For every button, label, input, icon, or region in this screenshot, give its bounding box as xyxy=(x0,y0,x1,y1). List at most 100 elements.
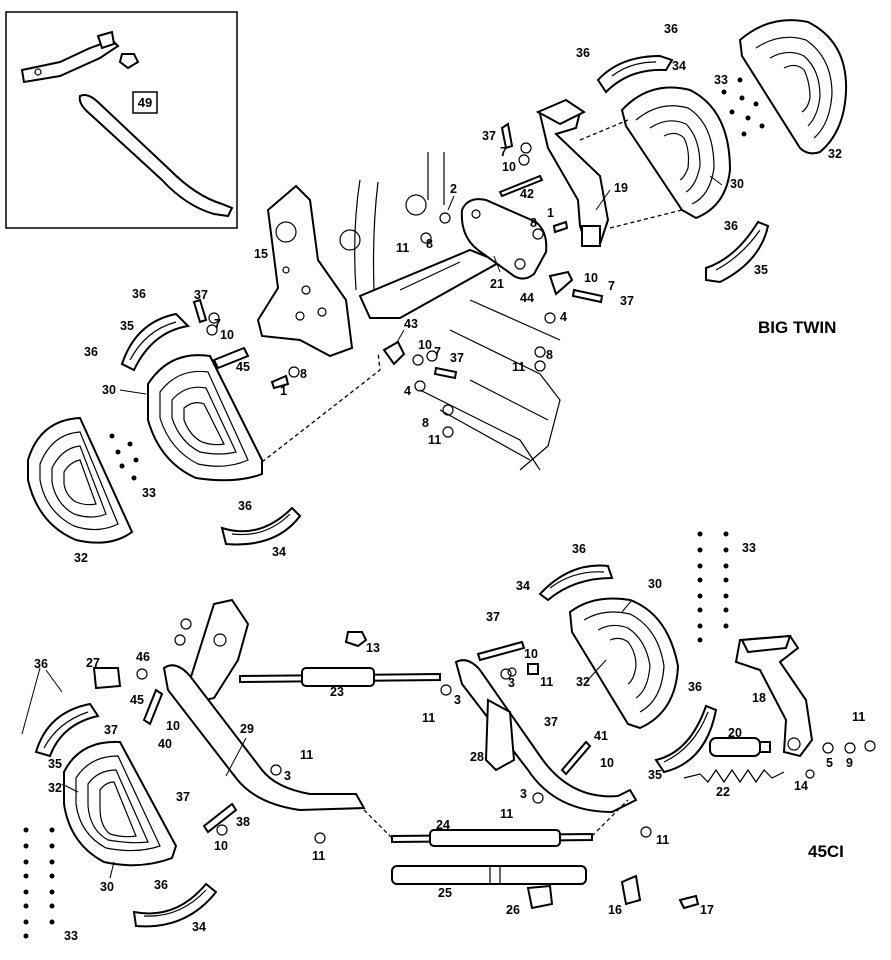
dash-line-upper xyxy=(579,119,629,141)
part-label: 36 xyxy=(572,542,586,556)
part-label: 28 xyxy=(470,750,484,764)
45ci-heel-34-lower xyxy=(132,882,218,928)
inset-bracket-drawing xyxy=(20,30,234,218)
part-label: 11 xyxy=(312,849,325,863)
45ci-rod-23 xyxy=(239,667,441,687)
part-label: 11 xyxy=(300,748,313,762)
part-label: 36 xyxy=(238,499,252,513)
big-twin-frame-drawing xyxy=(339,152,561,471)
part-label: 37 xyxy=(450,351,464,365)
dash-line-45ci-right xyxy=(591,799,629,837)
45ci-spring-22 xyxy=(683,768,785,784)
part-label: 34 xyxy=(272,545,286,559)
part-label: 30 xyxy=(648,577,662,591)
inset-number-box xyxy=(132,91,158,114)
part-label: 24 xyxy=(436,818,450,832)
screws-33-right xyxy=(721,77,765,137)
part-label: 21 xyxy=(490,277,504,291)
part-label: 3 xyxy=(284,769,291,783)
part-label: 42 xyxy=(520,187,534,201)
part-label: 8 xyxy=(300,367,307,381)
45ci-floorboard-30-left xyxy=(63,740,178,867)
45ci-tube-25 xyxy=(391,865,587,885)
part-label: 10 xyxy=(220,328,234,342)
part-label: 32 xyxy=(48,781,62,795)
part-label: 37 xyxy=(620,294,634,308)
45ci-heel-35-right xyxy=(654,704,718,774)
part-label: 7 xyxy=(434,345,441,359)
45ci-heel-34-upper xyxy=(538,564,614,602)
part-label: 32 xyxy=(576,675,590,689)
part-label: 37 xyxy=(482,129,496,143)
45ci-pedal-18 xyxy=(734,634,814,758)
part-label: 33 xyxy=(742,541,756,555)
part-label: 41 xyxy=(594,729,608,743)
part-label: 18 xyxy=(752,691,766,705)
part-label: 36 xyxy=(724,219,738,233)
part-label: 3 xyxy=(520,787,527,801)
45ci-lever-28 xyxy=(454,659,638,814)
part-label: 9 xyxy=(846,756,853,770)
part-label: 8 xyxy=(422,416,429,430)
leader-lines xyxy=(21,175,723,879)
part-label: 32 xyxy=(74,551,88,565)
part-label: 11 xyxy=(540,675,553,689)
part-label: 1 xyxy=(547,206,554,220)
part-label: 10 xyxy=(600,756,614,770)
part-label: 19 xyxy=(614,181,628,195)
part-label: 37 xyxy=(194,288,208,302)
part-label: 33 xyxy=(714,73,728,87)
part-label: 45 xyxy=(236,360,250,374)
dash-line-left xyxy=(261,351,381,463)
part-label: 46 xyxy=(136,650,150,664)
part-label: 36 xyxy=(576,46,590,60)
dash-line-45ci-left xyxy=(363,809,393,839)
big-twin-rubber-32-left xyxy=(27,416,134,544)
part-label: 26 xyxy=(506,903,520,917)
part-label: 34 xyxy=(672,59,686,73)
part-label: 30 xyxy=(100,880,114,894)
45ci-lever-29 xyxy=(162,664,366,812)
part-label: 27 xyxy=(86,656,100,670)
part-label: 10 xyxy=(166,719,180,733)
part-label: 20 xyxy=(728,726,742,740)
part-label: 7 xyxy=(500,145,507,159)
part-label: 34 xyxy=(192,920,206,934)
part-label: 11 xyxy=(656,833,669,847)
screws-33-left xyxy=(109,433,139,481)
part-label: 25 xyxy=(438,886,452,900)
45ci-pin-20 xyxy=(709,737,771,757)
part-label: 3 xyxy=(454,693,461,707)
big-twin-label: BIG TWIN xyxy=(758,318,836,337)
45ci-heel-35-left xyxy=(34,702,100,758)
part-label: 32 xyxy=(828,147,842,161)
big-twin-floorboard-30-right xyxy=(620,86,732,220)
part-label: 29 xyxy=(240,722,254,736)
part-label: 36 xyxy=(688,680,702,694)
part-label: 3 xyxy=(508,676,515,690)
big-twin-heel-34-upper xyxy=(596,54,674,94)
part-label: 35 xyxy=(648,768,662,782)
screws-33-column-right xyxy=(697,531,729,643)
part-label: 36 xyxy=(84,345,98,359)
part-label: 45 xyxy=(130,693,144,707)
part-label: 30 xyxy=(730,177,744,191)
part-label: 10 xyxy=(418,338,432,352)
part-label: 36 xyxy=(154,878,168,892)
part-label: 34 xyxy=(516,579,530,593)
part-label: 11 xyxy=(852,710,865,724)
big-twin-heel-35-left xyxy=(120,312,191,372)
big-twin-heel-35-right xyxy=(705,220,770,284)
part-label: 35 xyxy=(48,757,62,771)
dash-line-right xyxy=(609,209,683,229)
part-label: 1 xyxy=(280,384,287,398)
part-label: 35 xyxy=(120,319,134,333)
part-label: 44 xyxy=(520,291,534,305)
part-label: 23 xyxy=(330,685,344,699)
part-label: 36 xyxy=(664,22,678,36)
part-label: 33 xyxy=(142,486,156,500)
part-label: 10 xyxy=(524,647,538,661)
part-label: 11 xyxy=(422,711,435,725)
part-label: 16 xyxy=(608,903,622,917)
part-label: 11 xyxy=(500,807,513,821)
